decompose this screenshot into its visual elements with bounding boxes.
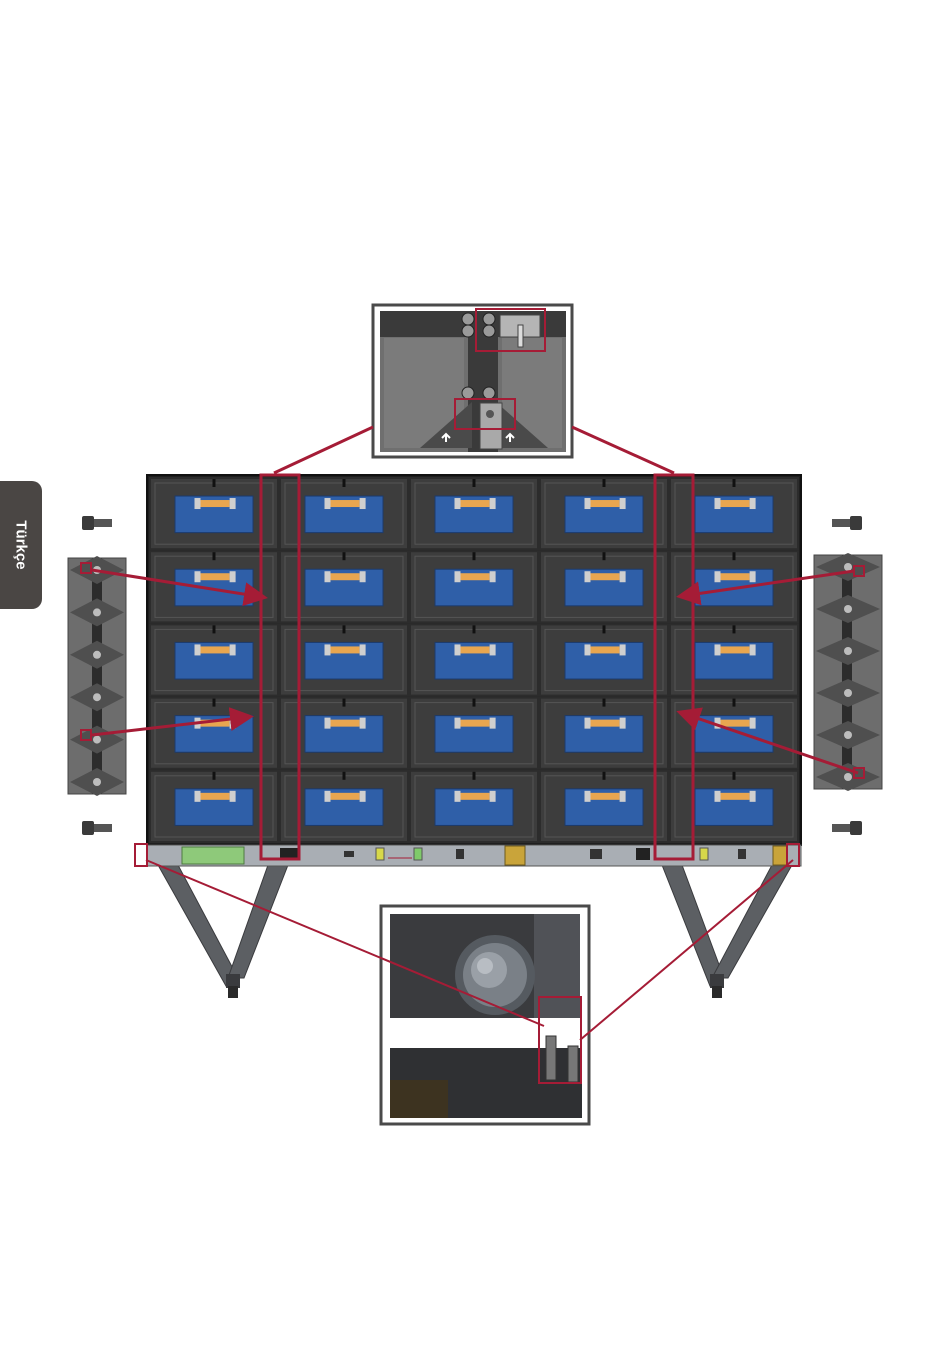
led-cabinet — [410, 624, 538, 695]
module-label — [328, 646, 359, 653]
module-label — [458, 573, 489, 580]
cabinet-grid — [150, 478, 798, 842]
module-label — [328, 573, 359, 580]
screw-icon — [82, 516, 112, 530]
led-cabinet — [150, 771, 278, 842]
bottom-detail-callout — [381, 906, 589, 1124]
led-cabinet — [410, 551, 538, 622]
left-stand-leg — [158, 865, 288, 998]
bolt-icon — [483, 313, 495, 325]
led-cabinet — [670, 551, 798, 622]
bolt-icon — [462, 313, 474, 325]
module-label — [458, 646, 489, 653]
led-cabinet — [540, 551, 668, 622]
alignment-pin-icon — [546, 1036, 556, 1080]
led-cabinet — [410, 771, 538, 842]
led-cabinet — [540, 771, 668, 842]
bolt-icon — [844, 689, 852, 697]
module-label — [458, 500, 489, 507]
stand-foot-icon — [712, 986, 722, 998]
bolt-icon — [93, 608, 101, 616]
bolt-icon — [93, 651, 101, 659]
bolt-icon — [93, 736, 101, 744]
screw-icon — [486, 410, 494, 418]
led-cabinet — [410, 698, 538, 769]
led-cabinet — [670, 478, 798, 549]
bolt-icon — [844, 563, 852, 571]
module-label — [458, 720, 489, 727]
top-detail-callout — [373, 305, 572, 457]
module-label — [588, 793, 619, 800]
module-label — [588, 573, 619, 580]
module-label — [588, 646, 619, 653]
led-wall-back-view — [147, 475, 801, 845]
bolt-icon — [483, 325, 495, 337]
bolt-icon — [93, 778, 101, 786]
screw-icon — [82, 821, 112, 835]
module-label — [198, 500, 229, 507]
led-cabinet — [540, 478, 668, 549]
module-label — [328, 793, 359, 800]
power-control-bar — [135, 844, 801, 866]
led-cabinet — [670, 624, 798, 695]
module-label — [198, 573, 229, 580]
led-cabinet — [540, 624, 668, 695]
stand-foot-icon — [228, 986, 238, 998]
screw-icon — [832, 516, 862, 530]
right-stand-leg — [662, 865, 792, 998]
bolt-icon — [844, 731, 852, 739]
left-bracket-plate — [68, 556, 126, 796]
right-bracket-plate — [814, 553, 882, 791]
led-cabinet — [150, 551, 278, 622]
led-cabinet — [670, 771, 798, 842]
bolt-icon — [462, 387, 474, 399]
led-cabinet — [410, 478, 538, 549]
module-label — [718, 646, 749, 653]
module-label — [198, 646, 229, 653]
module-label — [328, 500, 359, 507]
bolt-icon — [844, 647, 852, 655]
bolt-icon — [844, 605, 852, 613]
module-label — [718, 793, 749, 800]
bolt-icon — [462, 325, 474, 337]
bolt-icon — [93, 693, 101, 701]
module-label — [718, 500, 749, 507]
module-label — [458, 793, 489, 800]
highlight-box-left-pin — [135, 844, 147, 866]
module-label — [198, 793, 229, 800]
module-label — [588, 500, 619, 507]
bolt-icon — [844, 773, 852, 781]
screw-icon — [832, 821, 862, 835]
alignment-pin-icon — [568, 1046, 578, 1082]
led-cabinet — [540, 698, 668, 769]
module-label — [328, 720, 359, 727]
led-cabinet — [150, 698, 278, 769]
led-cabinet — [670, 698, 798, 769]
led-cabinet — [150, 624, 278, 695]
bolt-icon — [483, 387, 495, 399]
led-cabinet — [150, 478, 278, 549]
module-label — [718, 573, 749, 580]
module-label — [588, 720, 619, 727]
